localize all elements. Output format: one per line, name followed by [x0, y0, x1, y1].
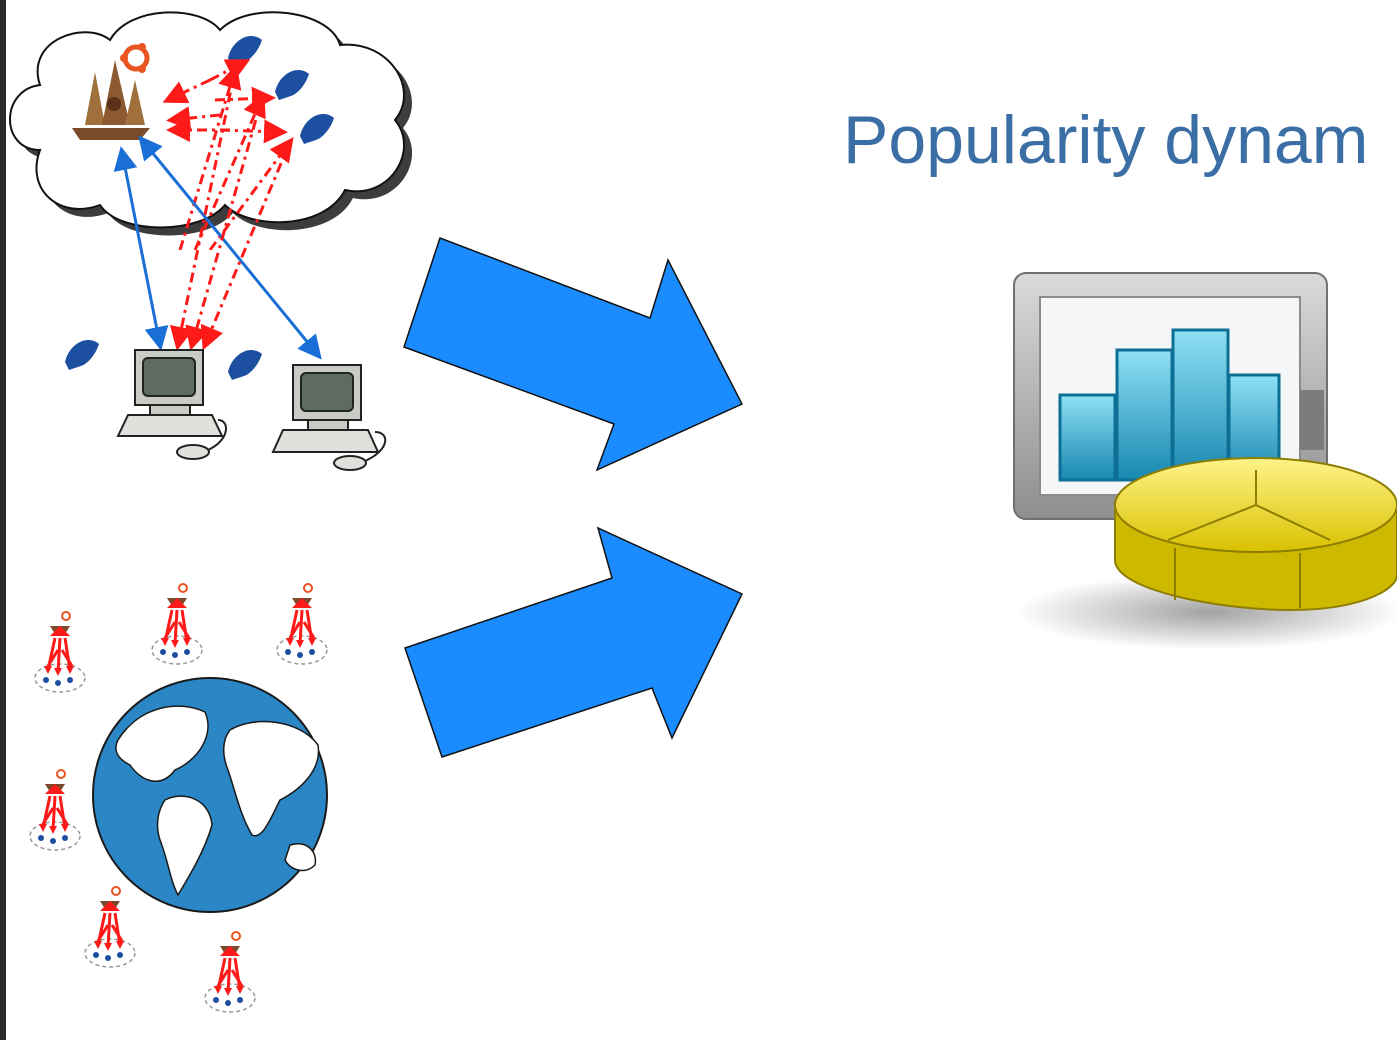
flow-arrows: [403, 237, 744, 758]
swarm-icon: [203, 930, 257, 1014]
slide-title: Popularity dynam: [843, 102, 1369, 178]
desktop-computer-icon: [116, 349, 227, 460]
statistics-monitor-icon: [1013, 272, 1397, 650]
pie-chart-icon: [1114, 457, 1397, 612]
global-swarms-scene: [28, 582, 329, 1014]
client-computers-scene: [65, 69, 387, 471]
lower-flow-arrow: [404, 526, 744, 758]
left-edge-strip: [0, 0, 6, 1040]
swarm-icon: [83, 885, 137, 969]
upper-flow-arrow: [403, 237, 744, 472]
swarm-icon: [28, 768, 82, 852]
p2p-red-links-lower: [169, 69, 292, 351]
bittorrent-frog-icon: [65, 340, 262, 380]
globe-icon: [92, 677, 328, 913]
tracker-links: [113, 135, 322, 360]
ubuntu-logo-icon: [120, 43, 150, 73]
pirate-ship-icon: [72, 60, 150, 140]
desktop-computer-icon: [271, 364, 387, 471]
